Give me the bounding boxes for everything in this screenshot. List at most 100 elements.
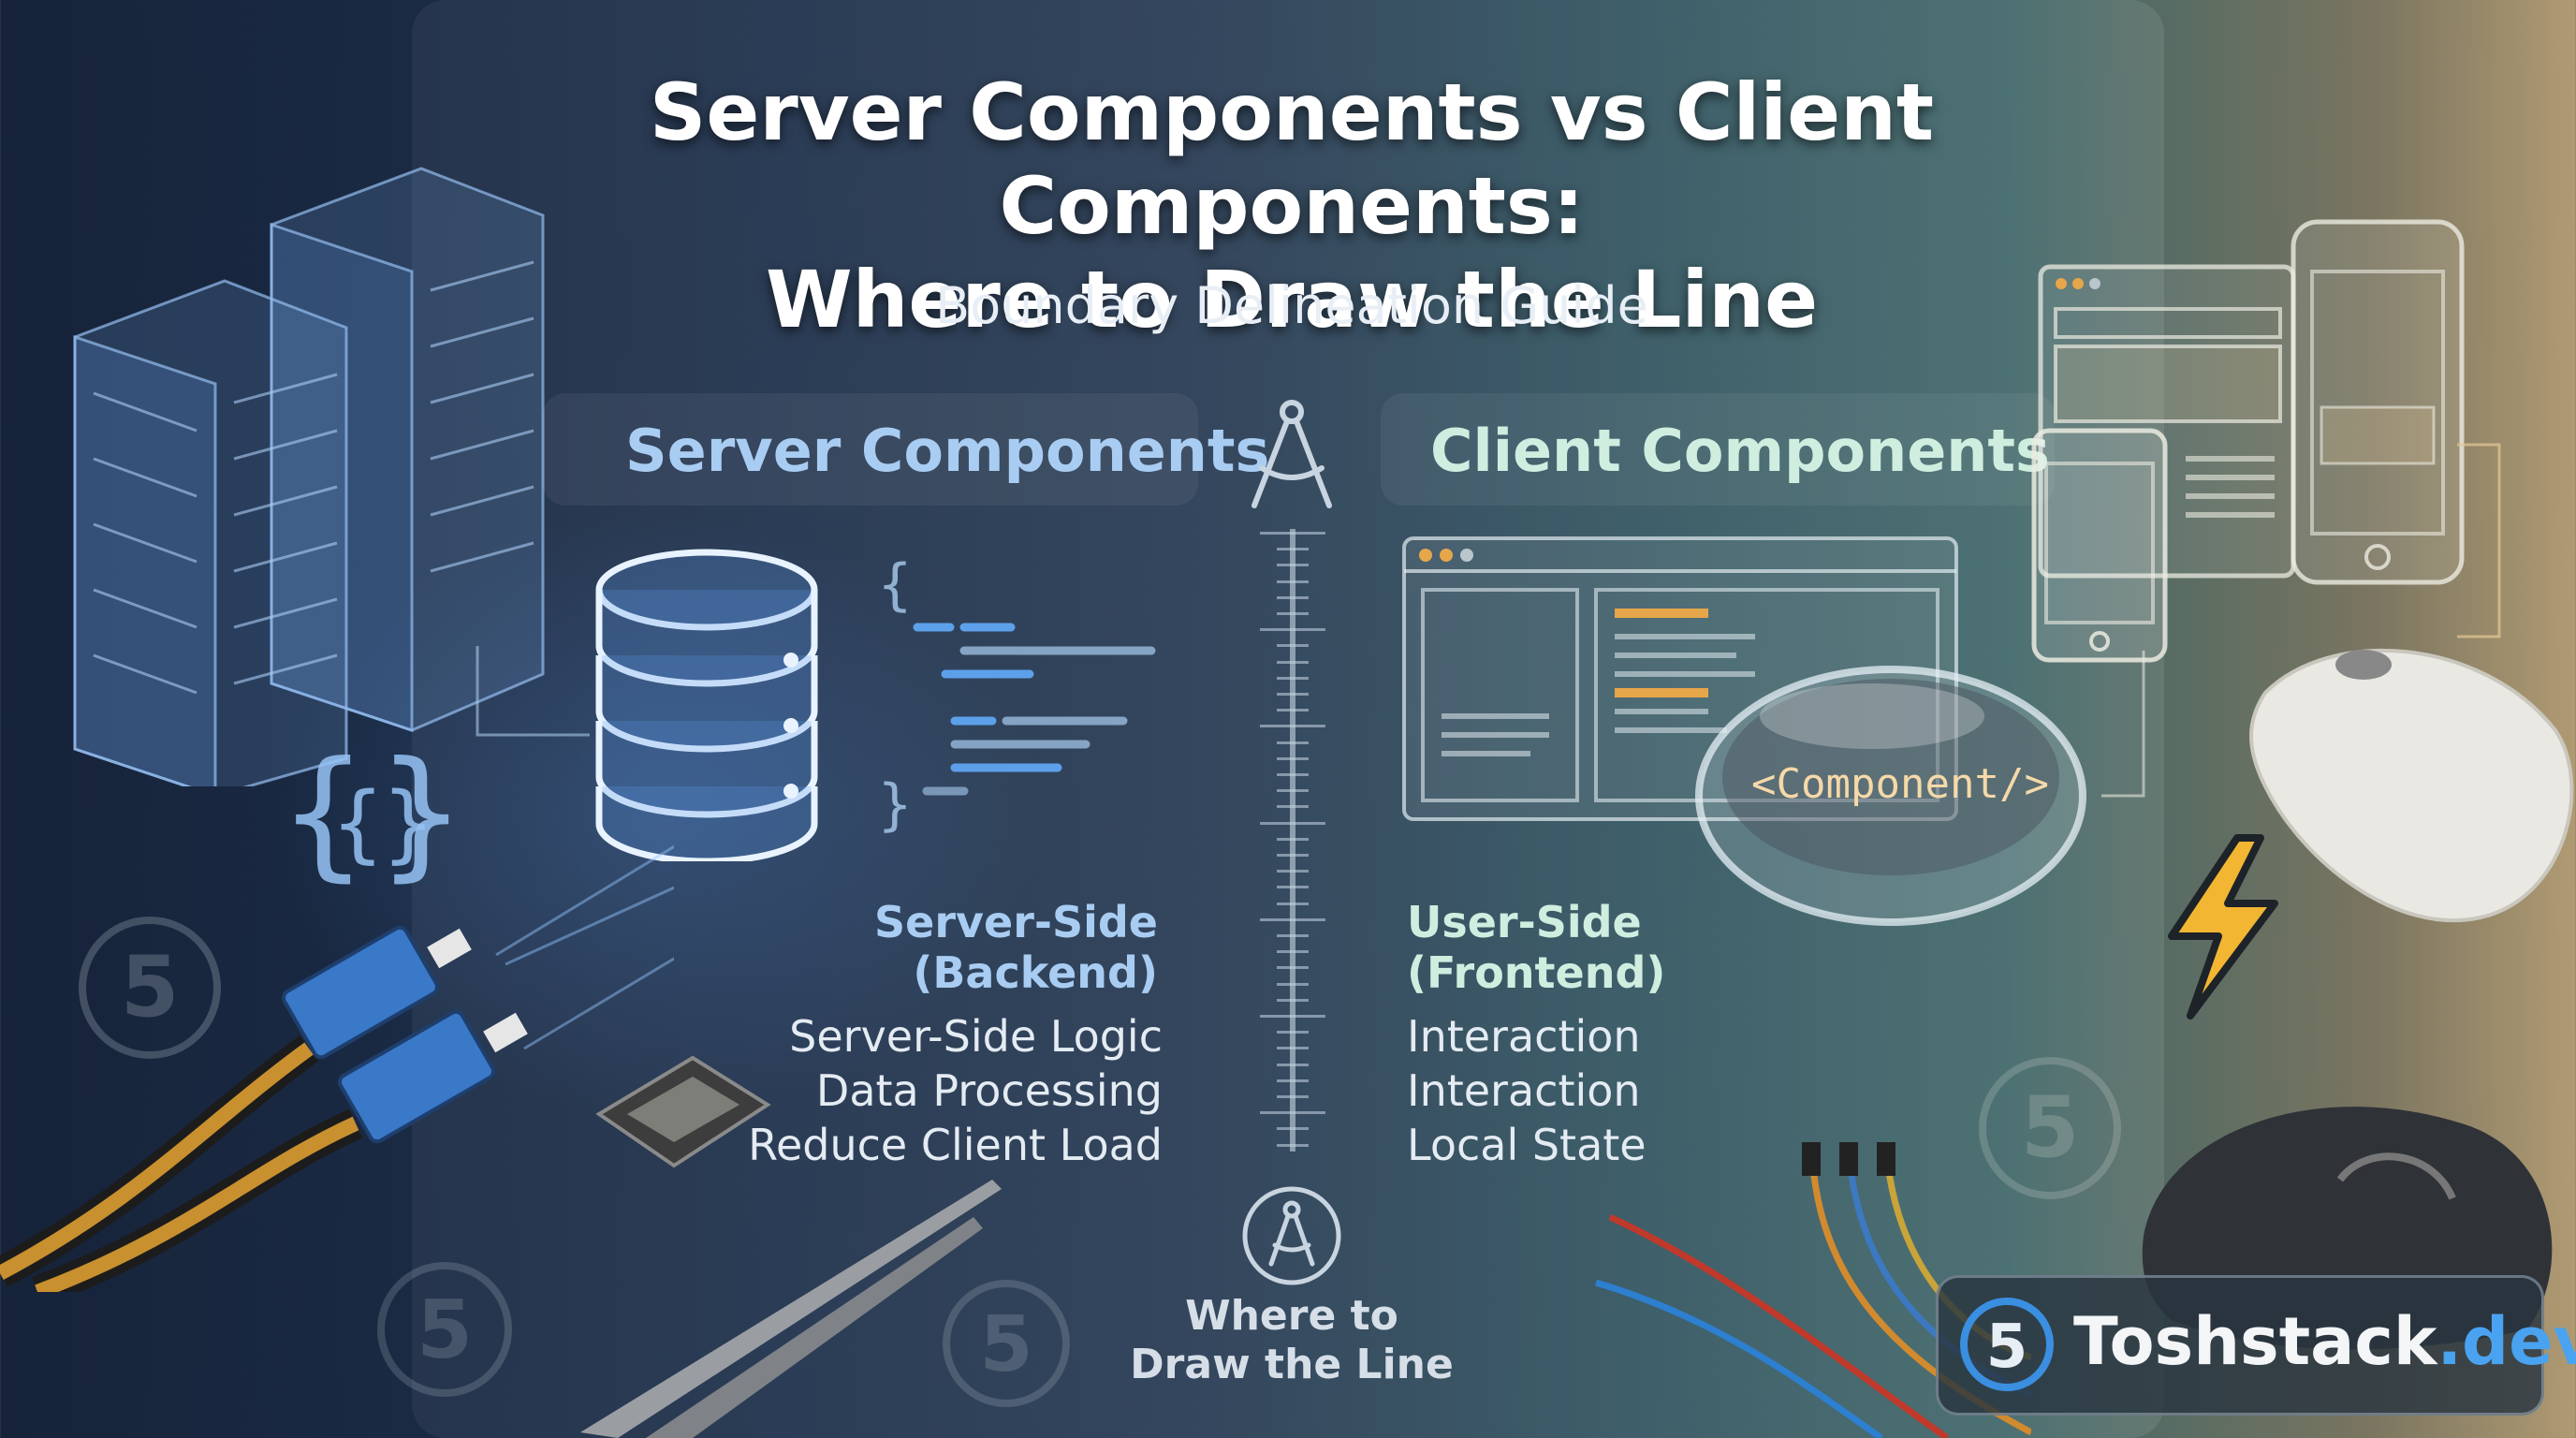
server-heading-box [543, 393, 1198, 506]
title-line-2: Where to Draw the Line [765, 254, 1819, 345]
ruler-tick [1277, 1078, 1309, 1082]
svg-text:{: { [878, 552, 912, 618]
client-heading-box [1381, 393, 2055, 506]
ruler-tick [1277, 676, 1309, 680]
ruler-tick [1277, 870, 1309, 873]
connector-line [476, 646, 590, 737]
ruler-tick [1260, 1015, 1325, 1018]
svg-text:5: 5 [979, 1300, 1032, 1389]
title-panel [412, 0, 2164, 1438]
svg-text:5: 5 [121, 938, 180, 1036]
browser-window-icon [1402, 536, 1958, 821]
brand-name: Toshstack.dev [2073, 1303, 2576, 1380]
fiber-cable-icon [0, 844, 674, 1292]
ruler-tick [1260, 917, 1325, 921]
server-feature: Reduce Client Load [748, 1120, 1163, 1170]
server-feature-list: Server-Side Logic Data Processing Reduce… [748, 1009, 1163, 1172]
code-snippet-icon: { } [878, 552, 1156, 833]
divider-caption: Where to Draw the Line [1105, 1292, 1479, 1389]
ruler-tick [1277, 756, 1309, 760]
compass-icon [1251, 400, 1332, 508]
svg-text:5: 5 [417, 1284, 473, 1377]
ruler-tick [1277, 1047, 1309, 1050]
brand-name-text: Toshstack [2073, 1303, 2437, 1380]
logo-icon: 5 [1979, 1057, 2121, 1199]
logo-icon: 5 [943, 1280, 1070, 1407]
ruler-tick [1260, 532, 1325, 535]
ruler-tick [1277, 1031, 1309, 1034]
ruler-tick [1260, 725, 1325, 728]
phone-icon [2031, 428, 2168, 663]
server-side-title-line-2: (Backend) [913, 947, 1158, 998]
server-side-title-line-1: Server-Side [874, 897, 1158, 947]
client-feature: Interaction [1407, 1011, 1641, 1062]
brand-badge [1936, 1275, 2544, 1416]
client-side-title: User-Side (Frontend) [1407, 897, 1665, 998]
client-side-title-line-1: User-Side [1407, 897, 1642, 947]
svg-text:{: { [281, 732, 365, 895]
logo-icon: 5 [377, 1262, 512, 1397]
ruler-tick [1277, 693, 1309, 696]
page-subtitle: Boundary Delineation Guide [935, 276, 1648, 335]
chip-icon [595, 1055, 771, 1168]
connector-line [2101, 651, 2145, 798]
compass-icon [1242, 1186, 1341, 1285]
page-title: Server Components vs Client Components: … [356, 66, 2228, 346]
tweezers-icon [580, 1180, 1002, 1438]
ruler-tick [1277, 966, 1309, 970]
component-tag: <Component/> [1751, 760, 2049, 808]
client-side-title-line-2: (Frontend) [1407, 947, 1666, 998]
svg-text:{}: {} [332, 774, 433, 873]
database-icon [595, 549, 818, 861]
magnifier-icon [1695, 666, 2086, 926]
tablet-icon [2038, 219, 2465, 585]
ruler-tick [1277, 998, 1309, 1002]
ruler-tick [1277, 1063, 1309, 1066]
svg-text:}: } [379, 732, 459, 895]
ruler-tick [1260, 821, 1325, 825]
ruler-tick [1260, 1111, 1325, 1115]
divider-caption-line-2: Draw the Line [1130, 1341, 1454, 1388]
server-heading: Server Components [625, 417, 1270, 485]
client-feature-list: Interaction Interaction Local State [1407, 1009, 1647, 1172]
ruler-tick [1277, 773, 1309, 776]
client-feature: Local State [1407, 1120, 1647, 1170]
server-glow [234, 487, 1076, 1142]
ruler-tick [1277, 1095, 1309, 1098]
client-heading: Client Components [1430, 417, 2050, 485]
svg-text:5: 5 [1986, 1313, 2028, 1382]
server-feature: Server-Side Logic [789, 1011, 1163, 1062]
lightning-icon [2168, 834, 2278, 1020]
brand-tld: .dev [2437, 1303, 2576, 1380]
ruler-tick [1277, 982, 1309, 986]
divider-caption-line-1: Where to [1185, 1292, 1398, 1340]
ruler-tick [1277, 950, 1309, 954]
title-line-1: Server Components vs Client Components: [649, 66, 1935, 252]
ruler-tick [1277, 548, 1309, 551]
ruler-tick [1277, 564, 1309, 567]
ruler-tick [1277, 854, 1309, 857]
ruler-tick [1277, 837, 1309, 841]
ruler-tick [1277, 595, 1309, 599]
ruler-tick [1277, 644, 1309, 648]
code-braces-icon: { {} } [281, 732, 459, 895]
svg-text:5: 5 [2021, 1078, 2080, 1177]
ruler-tick [1277, 886, 1309, 889]
svg-text:}: } [878, 772, 912, 833]
ruler-tick [1260, 628, 1325, 632]
ruler-tick [1277, 1143, 1309, 1147]
ruler-tick [1277, 1127, 1309, 1131]
logo-icon: 5 [79, 917, 221, 1059]
server-side-title: Server-Side (Backend) [874, 897, 1158, 998]
ruler-tick [1277, 612, 1309, 615]
server-feature: Data Processing [815, 1065, 1163, 1116]
mouse-icon [2249, 649, 2574, 923]
ruler-tick [1277, 902, 1309, 905]
ruler-tick [1277, 580, 1309, 583]
ruler-tick [1277, 741, 1309, 744]
client-feature: Interaction [1407, 1065, 1641, 1116]
ruler-tick [1277, 805, 1309, 809]
server-rack-icon [73, 167, 545, 786]
logo-icon: 5 [1960, 1298, 2054, 1391]
ruler-tick [1277, 789, 1309, 793]
